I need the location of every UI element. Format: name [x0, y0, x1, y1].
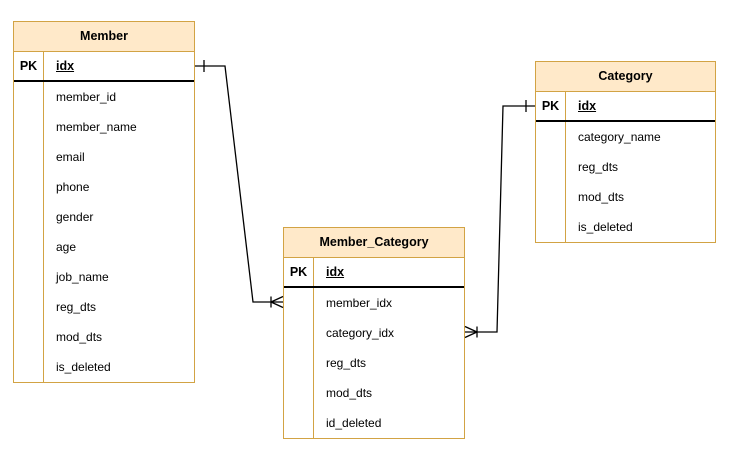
field-name: email [56, 150, 85, 164]
field-name: reg_dts [578, 160, 619, 174]
field-row: mod_dts [536, 182, 715, 212]
relationship-category-to-member-category[interactable] [464, 100, 535, 339]
pk-key-label: PK [14, 52, 44, 80]
pk-cell [284, 318, 314, 348]
pk-cell [14, 142, 44, 172]
field-row: age [14, 232, 194, 262]
field-row: category_idx [284, 318, 464, 348]
pk-cell [284, 408, 314, 438]
table-member[interactable]: Member PK idx member_id member_name emai… [13, 21, 195, 383]
pk-cell [14, 352, 44, 382]
pk-cell [14, 202, 44, 232]
field-row: mod_dts [14, 322, 194, 352]
field-row: phone [14, 172, 194, 202]
field-row: job_name [14, 262, 194, 292]
pk-cell [536, 122, 566, 152]
table-title: Member [14, 22, 194, 52]
field-row: member_idx [284, 288, 464, 318]
pk-cell [284, 288, 314, 318]
table-title: Member_Category [284, 228, 464, 258]
table-category[interactable]: Category PK idx category_name reg_dts mo… [535, 61, 716, 243]
pk-cell [14, 262, 44, 292]
pk-cell [536, 212, 566, 242]
field-name: category_name [578, 130, 661, 144]
table-title: Category [536, 62, 715, 92]
pk-cell [14, 172, 44, 202]
field-name: mod_dts [578, 190, 625, 204]
pk-cell [14, 232, 44, 262]
field-name: reg_dts [326, 356, 367, 370]
pk-cell [284, 378, 314, 408]
field-name: phone [56, 180, 90, 194]
pk-field-name: idx [578, 99, 597, 113]
field-row: email [14, 142, 194, 172]
field-row: reg_dts [284, 348, 464, 378]
pk-cell [536, 152, 566, 182]
pk-field-name: idx [56, 59, 75, 73]
pk-row: PK idx [536, 92, 715, 122]
field-row: member_id [14, 82, 194, 112]
field-name: id_deleted [326, 416, 382, 430]
pk-cell [14, 322, 44, 352]
connector-line [195, 65, 283, 303]
field-name: mod_dts [326, 386, 373, 400]
field-name: category_idx [326, 326, 395, 340]
field-name: member_id [56, 90, 117, 104]
field-name: reg_dts [56, 300, 97, 314]
pk-key-label: PK [284, 258, 314, 286]
table-member-category[interactable]: Member_Category PK idx member_idx catego… [283, 227, 465, 439]
field-row: reg_dts [14, 292, 194, 322]
many-marker [270, 295, 284, 309]
pk-row: PK idx [284, 258, 464, 288]
pk-cell [14, 292, 44, 322]
field-name: mod_dts [56, 330, 103, 344]
pk-key-label: PK [536, 92, 566, 120]
field-name: member_name [56, 120, 137, 134]
field-name: is_deleted [56, 360, 111, 374]
pk-field-name: idx [326, 265, 345, 279]
field-row: mod_dts [284, 378, 464, 408]
field-name: age [56, 240, 77, 254]
connector-line [465, 105, 535, 333]
field-name: is_deleted [578, 220, 633, 234]
field-row: id_deleted [284, 408, 464, 438]
field-name: gender [56, 210, 94, 224]
field-name: member_idx [326, 296, 393, 310]
many-marker [464, 325, 478, 339]
field-row: is_deleted [536, 212, 715, 242]
pk-row: PK idx [14, 52, 194, 82]
field-name: job_name [56, 270, 109, 284]
pk-cell [14, 112, 44, 142]
field-row: member_name [14, 112, 194, 142]
pk-cell [14, 82, 44, 112]
field-row: reg_dts [536, 152, 715, 182]
field-row: gender [14, 202, 194, 232]
field-row: is_deleted [14, 352, 194, 382]
pk-cell [536, 182, 566, 212]
relationship-member-to-member-category[interactable] [195, 60, 284, 309]
pk-cell [284, 348, 314, 378]
field-row: category_name [536, 122, 715, 152]
